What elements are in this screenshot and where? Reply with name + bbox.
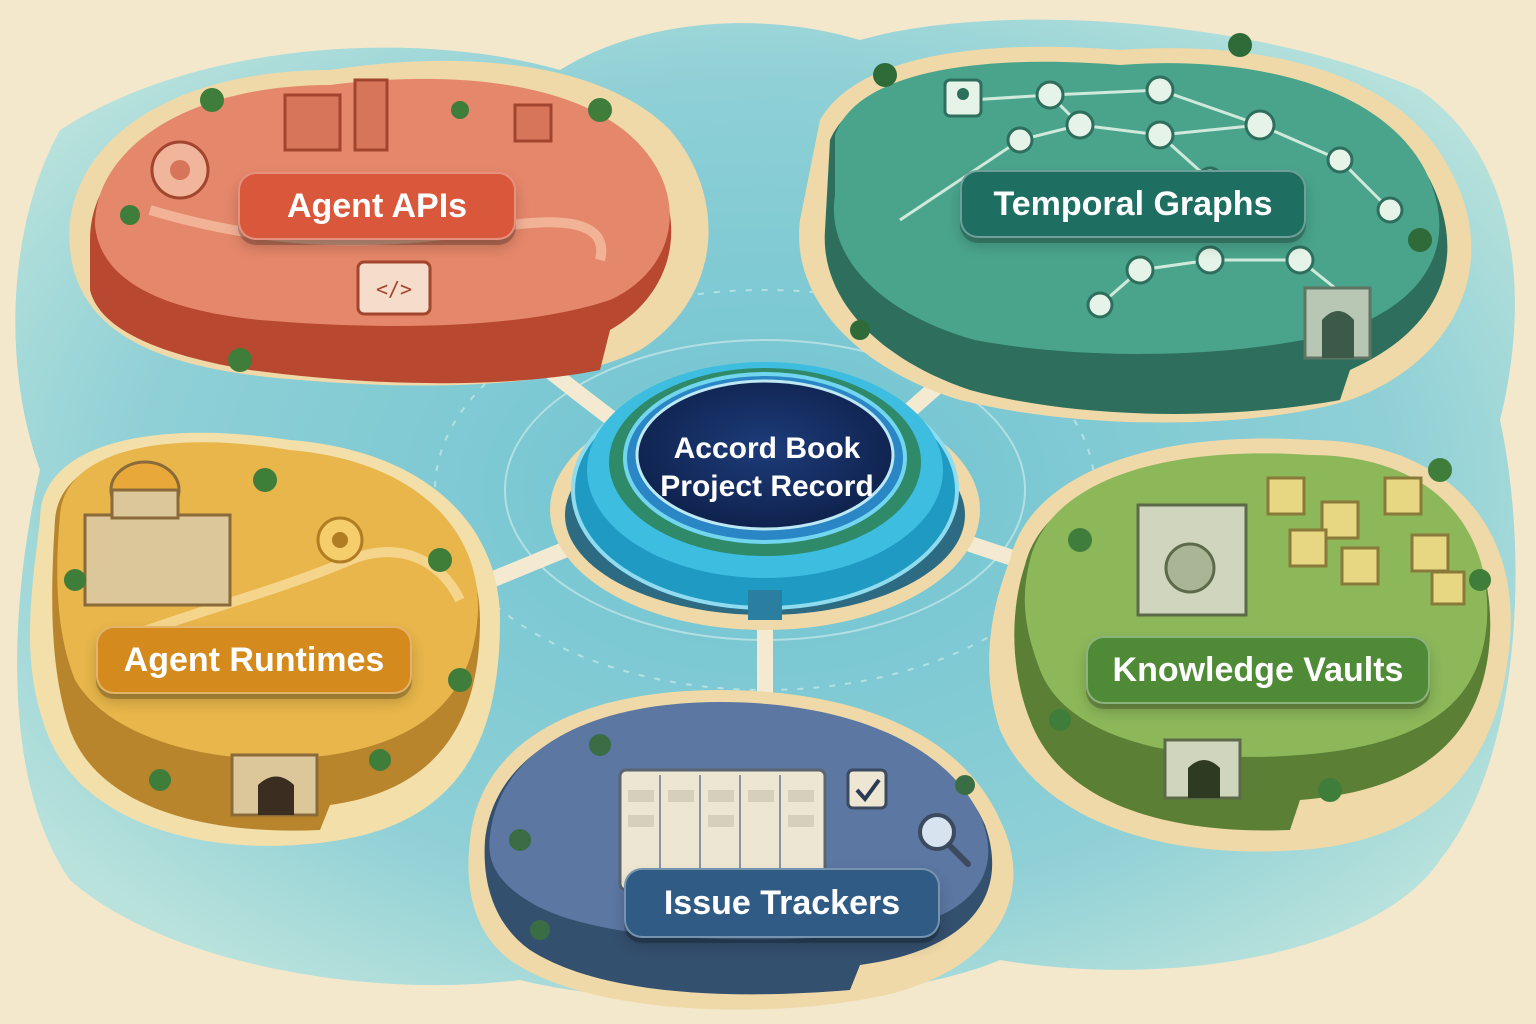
island-label-agent-runtimes[interactable]: Agent Runtimes [96, 626, 412, 694]
svg-text:</>: </> [376, 277, 412, 301]
hub-title-line2: Project Record [660, 470, 874, 503]
island-label-knowledge-vaults[interactable]: Knowledge Vaults [1086, 636, 1430, 704]
hub-island [550, 362, 980, 630]
island-label-issue-trackers[interactable]: Issue Trackers [624, 868, 940, 938]
hub-title-line1: Accord Book [673, 432, 861, 465]
island-label-agent-apis[interactable]: Agent APIs [238, 172, 516, 240]
hub-label[interactable]: Accord Book Project Record [634, 392, 900, 544]
island-label-temporal-graphs[interactable]: Temporal Graphs [960, 170, 1306, 238]
